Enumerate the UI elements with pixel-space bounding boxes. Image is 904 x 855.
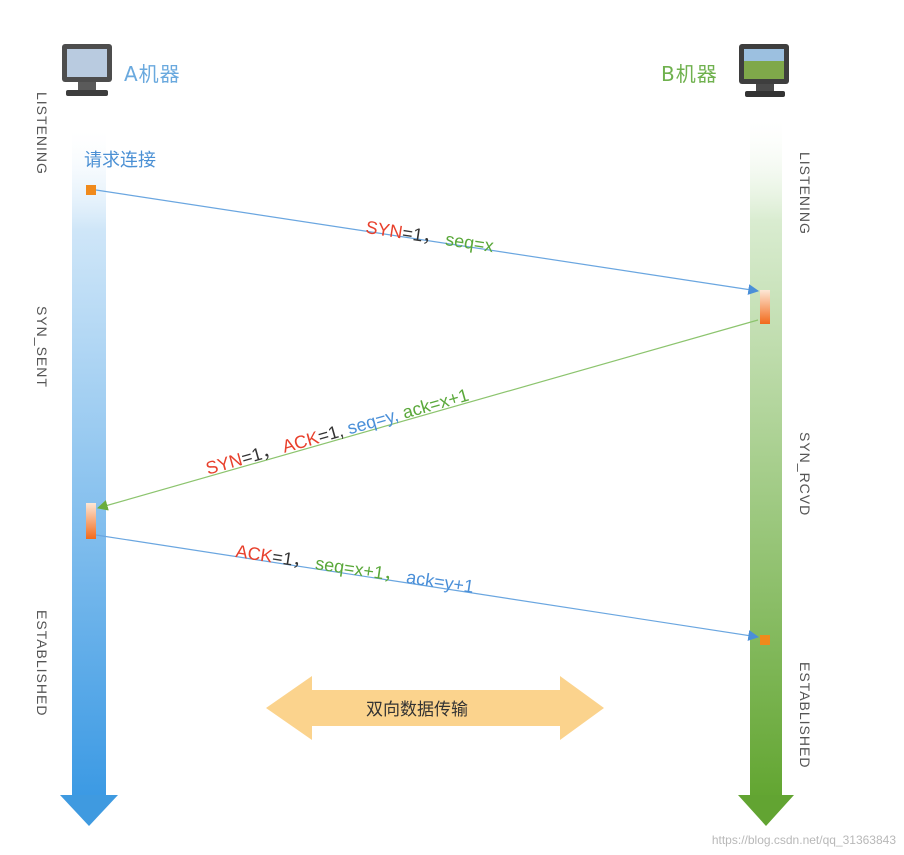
state-b-syn-rcvd: SYN_RCVD: [797, 432, 813, 516]
seq-value: seq=x: [444, 229, 495, 256]
syn-value: =1，: [401, 223, 442, 249]
watermark: https://blog.csdn.net/qq_31363843: [712, 833, 896, 847]
ack-flag-value: =1,: [316, 420, 346, 446]
syn-flag: SYN: [364, 217, 404, 242]
state-a-syn-sent: SYN_SENT: [34, 306, 50, 388]
computer-a-icon: [62, 44, 112, 96]
state-a-established: ESTABLISHED: [34, 610, 50, 716]
ack-flag: ACK: [234, 541, 274, 566]
recv-marker-a: [86, 503, 96, 539]
state-b-listening: LISTENING: [797, 152, 813, 235]
timeline-b: [738, 120, 794, 826]
timeline-a: [60, 130, 118, 826]
recv-marker-b: [760, 290, 770, 324]
host-b-label: B机器: [661, 58, 718, 87]
state-a-listening: LISTENING: [34, 92, 50, 175]
send-marker-a: [86, 185, 96, 195]
final-marker-b: [760, 635, 770, 645]
request-connection-label: 请求连接: [84, 146, 156, 172]
ack-flag-value: =1，: [271, 547, 312, 573]
computer-b-icon: [739, 44, 789, 97]
state-b-established: ESTABLISHED: [797, 662, 813, 768]
data-transfer-label: 双向数据传输: [366, 695, 468, 720]
host-a-label: A机器: [124, 58, 181, 87]
